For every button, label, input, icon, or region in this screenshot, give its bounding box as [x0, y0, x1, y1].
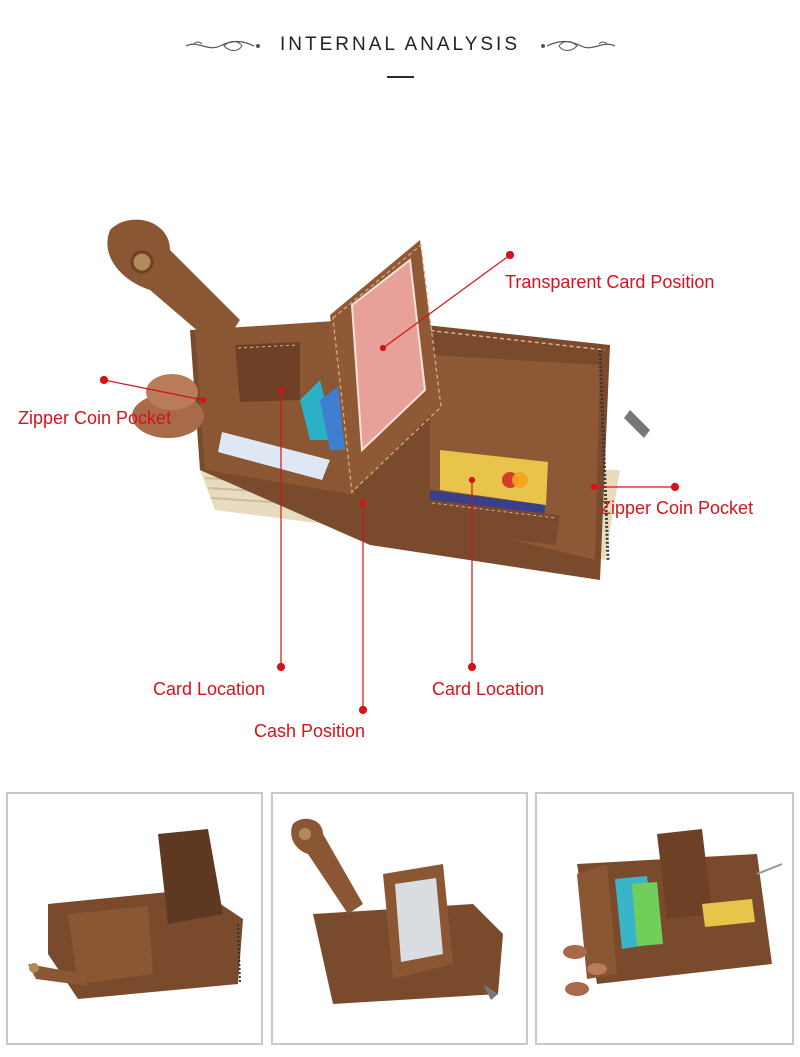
thumbnail-3[interactable]	[535, 792, 794, 1045]
callout-zipper-right: Zipper Coin Pocket	[600, 498, 754, 518]
title-underline	[387, 76, 414, 78]
right-flourish-icon	[541, 40, 616, 51]
wallet-thumbnail-image	[563, 829, 783, 996]
page-title: INTERNAL ANALYSIS	[279, 34, 520, 55]
callout-cash: Cash Position	[254, 721, 366, 741]
thumbnail-2[interactable]	[271, 792, 528, 1045]
wallet-illustration	[107, 219, 650, 580]
callout-lines	[99, 250, 680, 715]
callout-transparent-card: Transparent Card Position	[505, 272, 715, 292]
wallet-diagram	[0, 190, 800, 770]
callout-zipper-left: Zipper Coin Pocket	[18, 408, 172, 428]
left-flourish-icon	[185, 40, 260, 51]
callout-card-left: Card Location	[153, 679, 266, 699]
wallet-thumbnail-image	[28, 829, 243, 999]
thumbnail-1[interactable]	[6, 792, 263, 1045]
callout-card-right: Card Location	[432, 679, 545, 699]
wallet-thumbnail-image	[291, 818, 503, 1004]
header: INTERNAL ANALYSIS	[0, 0, 800, 90]
